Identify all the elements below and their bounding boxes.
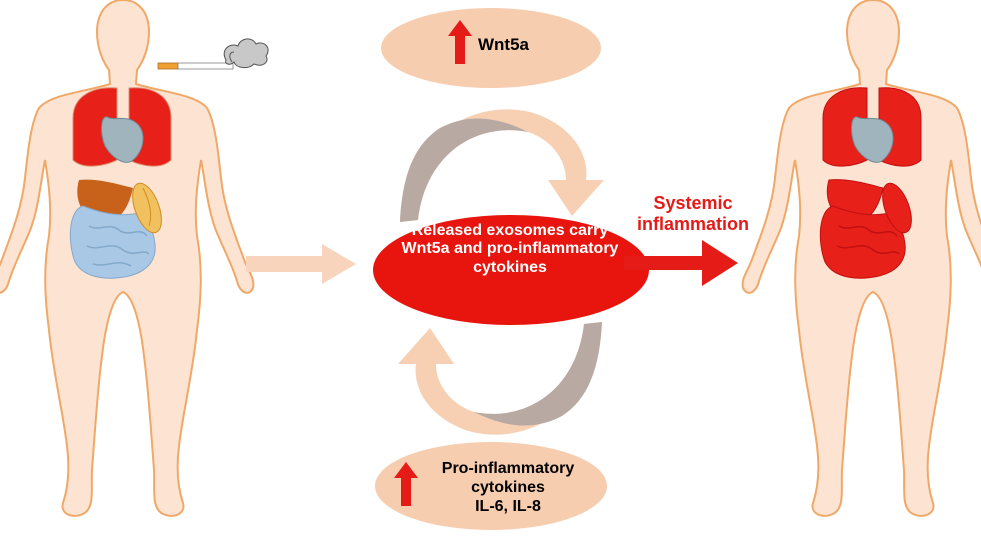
- pale-arrow-right: [246, 244, 356, 284]
- red-arrow-right: [624, 240, 738, 286]
- cytokines-ellipse: [375, 442, 607, 530]
- curved-arrow-top-shade: [400, 118, 528, 222]
- up-arrow-icon: [448, 20, 472, 64]
- cigarette-icon: [157, 62, 234, 70]
- cytokines-line-1: Pro-inflammatory: [441, 460, 575, 477]
- up-arrow-icon: [394, 462, 418, 506]
- wnt5a-ellipse: [381, 8, 601, 88]
- right-body-figure: [741, 0, 981, 517]
- cytokines-line-3: IL-6, IL-8: [475, 498, 541, 516]
- exosome-ellipse: [373, 215, 649, 325]
- cytokines-label: Pro-inflammatory cytokines IL-6, IL-8: [418, 459, 598, 517]
- systemic-inflammation-label: Systemic inflammation: [636, 193, 749, 234]
- exosome-label: Released exosomes carry Wnt5a and pro-in…: [401, 222, 619, 276]
- smoke-icon: [223, 38, 269, 69]
- cytokines-line-2: cytokines: [471, 479, 545, 497]
- curved-arrow-bottom-shade: [474, 322, 602, 426]
- left-body-figure: [0, 0, 255, 517]
- wnt5a-label: Wnt5a: [478, 35, 529, 54]
